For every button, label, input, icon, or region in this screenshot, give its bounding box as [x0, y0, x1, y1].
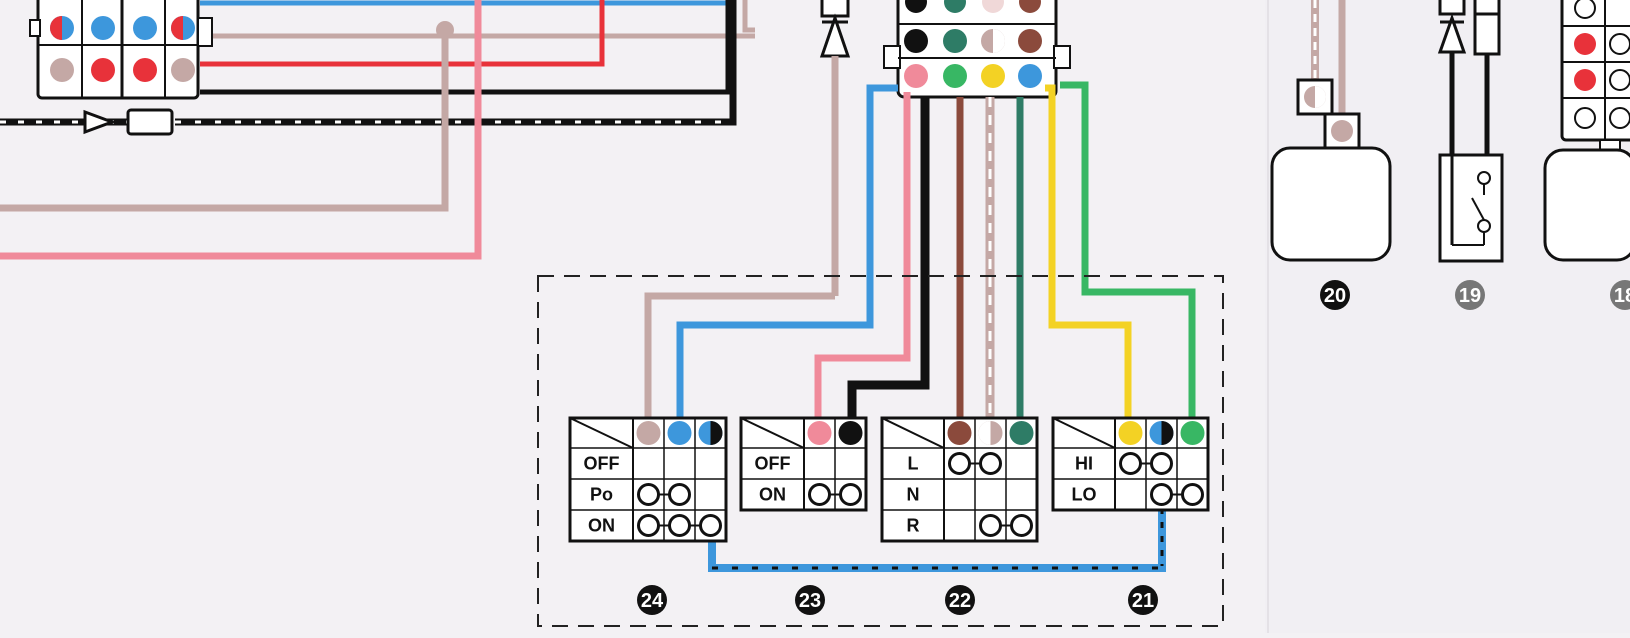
badge-24: 24	[637, 585, 667, 615]
connection-terminal	[979, 452, 1002, 475]
wire-color-dot	[1180, 421, 1205, 445]
switch-position-label: R	[907, 516, 920, 536]
switch-table-22: LNR	[880, 416, 1039, 543]
header-diagonal	[569, 417, 634, 449]
switch-table-23: OFF ON	[739, 416, 868, 512]
connection-terminal	[668, 514, 691, 537]
header-diagonal	[1052, 417, 1116, 449]
component-18	[1543, 0, 1630, 262]
top-diode	[819, 0, 851, 58]
connector-wires	[644, 81, 1196, 420]
connection-terminal	[1181, 483, 1204, 506]
wire-color-dot-half	[1161, 421, 1174, 446]
badge-23: 23	[795, 585, 825, 615]
connection-terminal	[1119, 452, 1142, 475]
badge-19: 19	[1455, 280, 1485, 310]
junction-dot	[436, 21, 454, 39]
switch-box	[1438, 153, 1504, 263]
fuse-icon	[126, 108, 174, 136]
badge-22: 22	[945, 585, 975, 615]
wire-color-dot	[1118, 421, 1143, 445]
diode-icon	[83, 109, 117, 135]
wire-color-dot-half	[710, 421, 723, 446]
switch-position-label: Po	[590, 485, 613, 505]
switch-position-label: OFF	[755, 454, 791, 474]
connection-terminal	[979, 514, 1002, 537]
switch-position-label: HI	[1075, 454, 1093, 474]
wire-color-dot	[947, 421, 972, 445]
badge-24-label: 24	[641, 590, 664, 612]
wire-color-dot	[1009, 421, 1034, 445]
badge-22-label: 22	[949, 590, 971, 612]
badge-19-label: 19	[1459, 285, 1481, 307]
switch-position-label: N	[907, 485, 920, 505]
switch-table-21: HI LO	[1051, 416, 1210, 512]
connection-terminal	[668, 483, 691, 506]
switch-position-label: LO	[1072, 485, 1097, 505]
wire-color-dot	[636, 421, 661, 445]
badge-21-label: 21	[1132, 590, 1154, 612]
header-diagonal	[740, 417, 805, 449]
wire-color-dot	[838, 421, 863, 445]
connection-terminal	[637, 514, 660, 537]
wire-color-dot-half	[978, 421, 991, 446]
top-left-harness	[0, 0, 755, 260]
badge-21: 21	[1128, 585, 1158, 615]
component-19	[1437, 0, 1504, 263]
switch-position-label: OFF	[584, 454, 620, 474]
switch-enclosure	[537, 275, 1224, 627]
connection-terminal	[637, 483, 660, 506]
badge-18-label: 18	[1614, 285, 1630, 307]
connection-terminal	[699, 514, 722, 537]
component-badges: 24 23 22 21 20 19 18	[637, 280, 1630, 615]
connection-terminal	[1010, 514, 1033, 537]
badge-23-label: 23	[799, 590, 821, 612]
switch-position-label: L	[908, 454, 919, 474]
connection-terminal	[948, 452, 971, 475]
connection-terminal	[1150, 483, 1173, 506]
badge-18: 18	[1610, 280, 1630, 310]
left-connector	[29, 0, 213, 100]
main-connector	[883, 0, 1071, 99]
component-20	[1270, 0, 1392, 262]
wire-color-dot	[807, 421, 832, 445]
badge-20-label: 20	[1324, 285, 1346, 307]
wire-color-dot	[667, 421, 692, 445]
switch-position-label: ON	[759, 485, 786, 505]
badge-20: 20	[1320, 280, 1350, 310]
header-diagonal	[881, 417, 945, 449]
connection-terminal	[808, 483, 831, 506]
switch-position-label: ON	[588, 516, 615, 536]
connection-terminal	[1150, 452, 1173, 475]
relay-box	[1270, 146, 1392, 262]
connection-terminal	[839, 483, 862, 506]
